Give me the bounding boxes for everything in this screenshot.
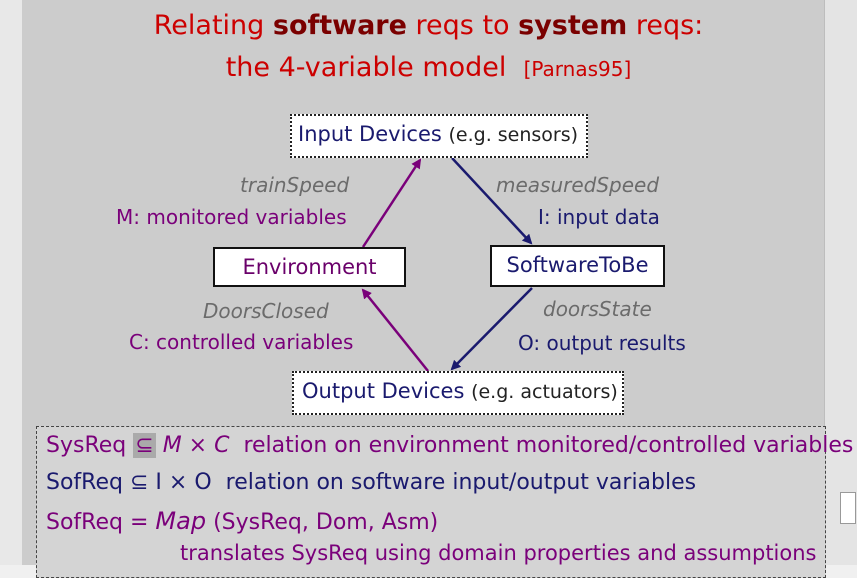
map-function: Map (155, 507, 207, 535)
equals-sign: = (129, 510, 149, 535)
measured-speed-label: measuredSpeed (496, 173, 660, 197)
title-text: reqs: (627, 10, 704, 41)
i-times-o: I × O (155, 470, 212, 495)
sysreq-description: relation on environment monitored/contro… (243, 433, 854, 458)
scrollbar-thumb[interactable] (840, 492, 856, 524)
output-devices-box: Output Devices (e.g. actuators) (292, 371, 624, 415)
title-text: Relating (153, 10, 273, 41)
sysreq-line: SysReq ⊆ M × C relation on environment m… (46, 433, 853, 458)
map-line: SofReq = Map (SysReq, Dom, Asm) (46, 507, 438, 535)
subset-symbol: ⊆ (133, 433, 156, 458)
environment-box: Environment (213, 247, 406, 287)
title-software: software (272, 10, 407, 41)
sofreq-term: SofReq (46, 470, 123, 495)
title-system: system (518, 10, 628, 41)
output-devices-note: (e.g. actuators) (471, 381, 618, 403)
output-devices-label: Output Devices (302, 379, 465, 403)
sofreq-description: relation on software input/output variab… (225, 470, 697, 495)
arrow-env-to-input (361, 158, 422, 248)
slide-title-line1: Relating software reqs to system reqs: (0, 10, 857, 41)
sofreq-term: SofReq (46, 510, 123, 535)
software-to-be-label: SoftwareToBe (506, 253, 649, 277)
map-arguments: (SysReq, Dom, Asm) (213, 510, 439, 535)
doors-closed-label: DoorsClosed (203, 299, 329, 323)
diagram-arrows (361, 157, 533, 372)
translates-line: translates SysReq using domain propertie… (180, 541, 817, 565)
sofreq-line: SofReq ⊆ I × O relation on software inpu… (46, 470, 696, 495)
input-data-label: I: input data (538, 205, 660, 229)
arrow-software-to-output (450, 287, 533, 371)
title-text: reqs to (406, 10, 519, 41)
arrow-output-to-env (361, 288, 429, 372)
input-devices-box: Input Devices (e.g. sensors) (290, 114, 588, 158)
input-devices-label: Input Devices (298, 122, 442, 146)
doors-state-label: doorsState (543, 297, 652, 321)
monitored-variables-label: M: monitored variables (116, 205, 347, 229)
software-to-be-box: SoftwareToBe (490, 245, 665, 287)
slide-title-line2: the 4-variable model [Parnas95] (0, 52, 857, 83)
environment-label: Environment (242, 255, 377, 279)
vertical-scrollbar[interactable] (824, 0, 857, 565)
requirements-box (36, 426, 826, 578)
title-model: the 4-variable model (225, 52, 507, 83)
output-results-label: O: output results (518, 331, 686, 355)
controlled-variables-label: C: controlled variables (129, 330, 354, 354)
sysreq-term: SysReq (46, 433, 127, 458)
title-citation: [Parnas95] (523, 57, 632, 81)
train-speed-label: trainSpeed (240, 173, 350, 197)
subset-symbol: ⊆ (129, 470, 149, 495)
m-times-c: M × C (162, 433, 230, 458)
arrow-input-to-software (451, 157, 533, 245)
input-devices-note: (e.g. sensors) (448, 124, 579, 146)
